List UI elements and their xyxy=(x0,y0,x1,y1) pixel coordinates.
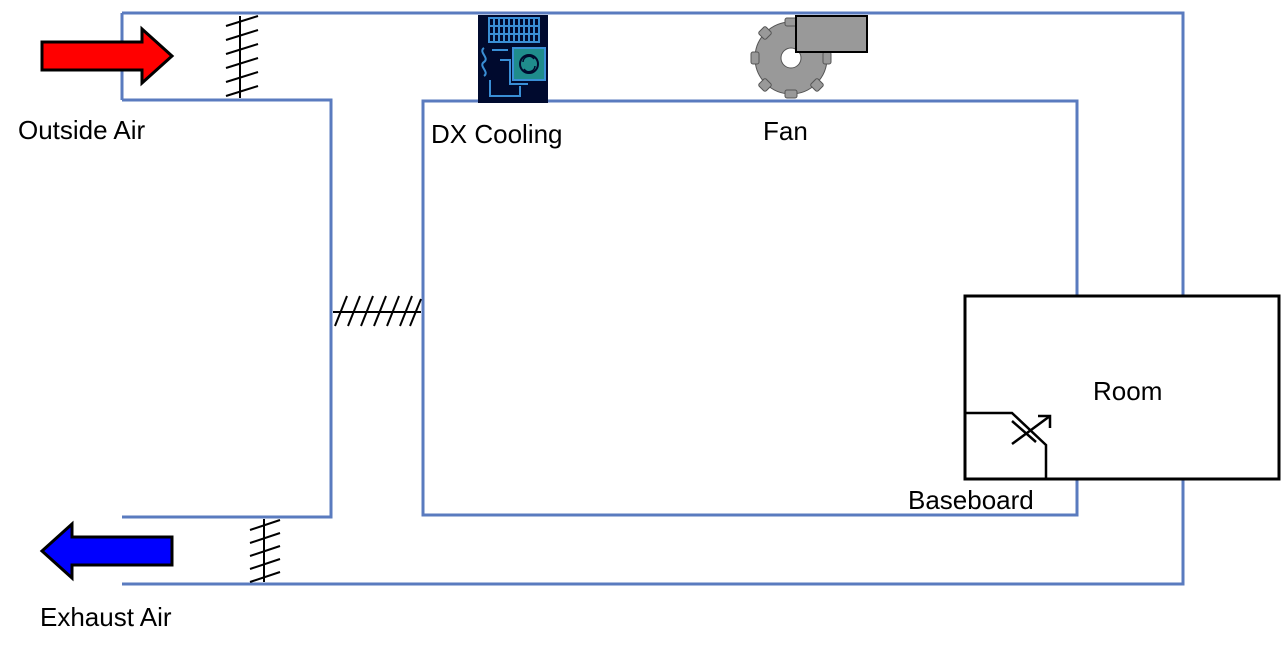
dx-cooling-coil-icon xyxy=(478,15,548,103)
fan-label: Fan xyxy=(763,116,808,146)
baseboard-label: Baseboard xyxy=(908,485,1034,515)
exhaust-air-damper xyxy=(249,519,281,583)
arrow-right-icon xyxy=(40,25,175,87)
room-label: Room xyxy=(1093,376,1163,406)
outside-air-damper xyxy=(225,15,259,98)
room-box xyxy=(963,294,1281,481)
outer-duct-return xyxy=(122,480,1185,586)
arrow-left-icon xyxy=(39,520,174,582)
dx-cooling-label: DX Cooling xyxy=(431,119,563,149)
outside-air-label: Outside Air xyxy=(18,115,146,145)
inner-duct-loop xyxy=(421,99,1079,517)
centrifugal-fan-icon xyxy=(750,15,868,99)
recirculation-damper xyxy=(333,295,422,327)
baseboard-heater-icon xyxy=(966,411,1052,478)
mixing-box-inner-wall xyxy=(122,98,333,519)
outer-duct-loop xyxy=(122,11,1185,295)
exhaust-air-label: Exhaust Air xyxy=(40,602,172,632)
duct-outline xyxy=(120,11,1185,586)
